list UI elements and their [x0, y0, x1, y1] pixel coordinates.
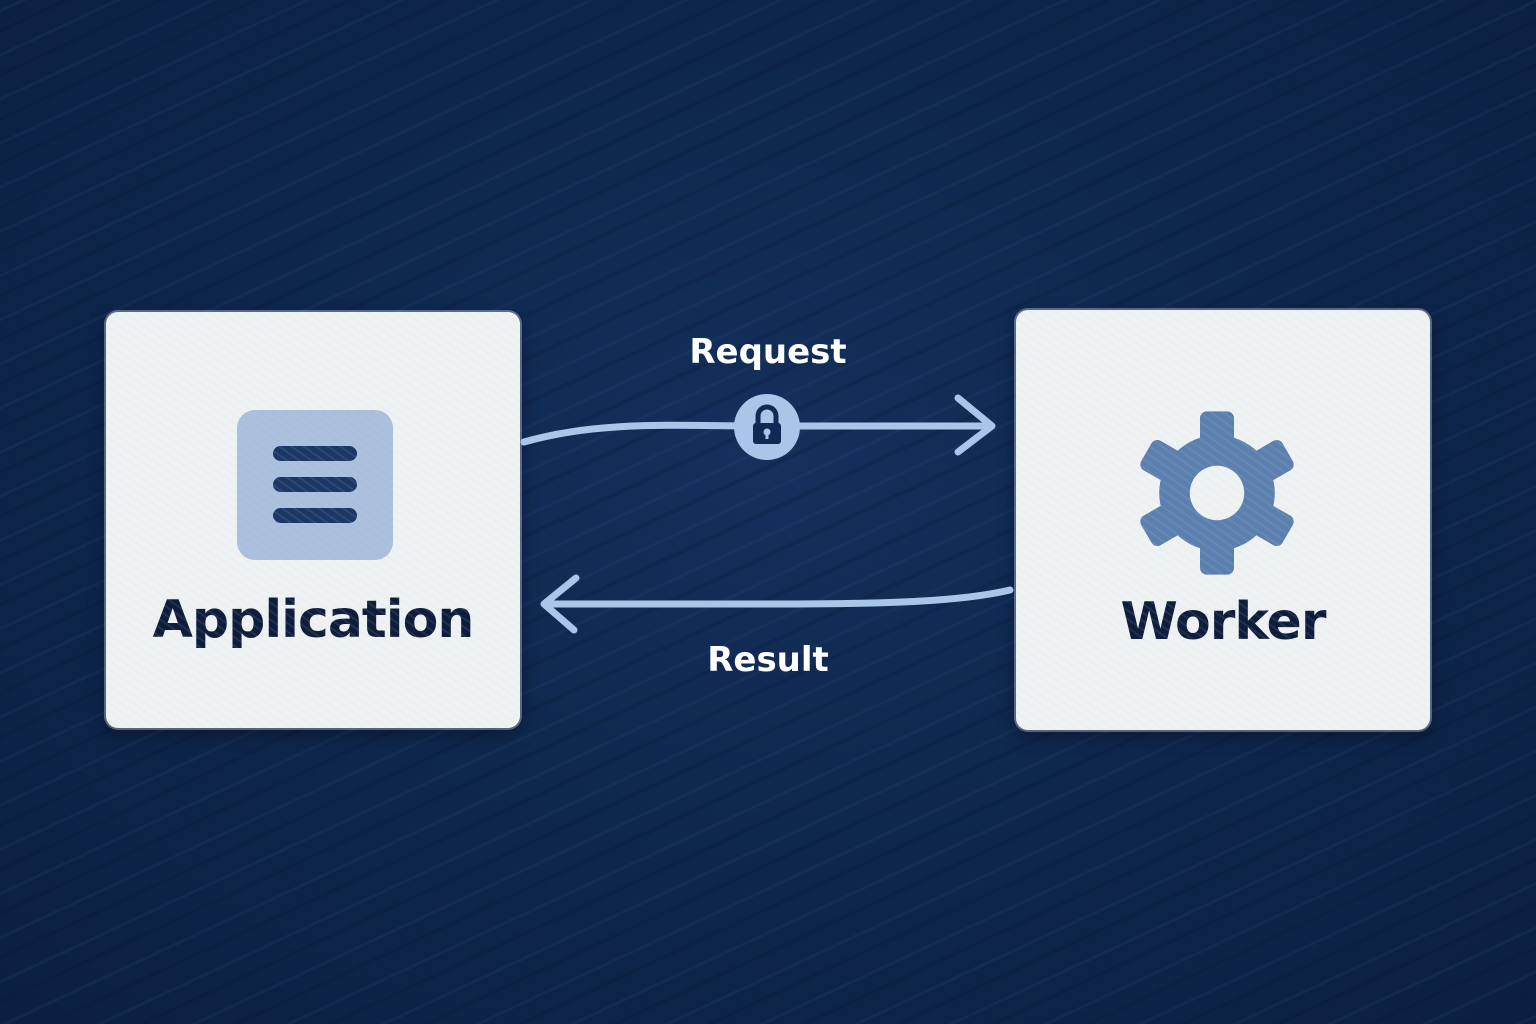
worker-node: Worker — [1016, 310, 1430, 730]
worker-label: Worker — [1120, 592, 1327, 652]
lock-icon — [734, 394, 800, 460]
request-label: Request — [689, 332, 847, 372]
gear-icon — [1140, 411, 1294, 575]
result-label: Result — [707, 640, 829, 680]
application-label: Application — [152, 590, 475, 650]
application-node: Application — [106, 312, 520, 728]
list-icon — [237, 410, 393, 560]
result-arrow — [540, 574, 1014, 634]
